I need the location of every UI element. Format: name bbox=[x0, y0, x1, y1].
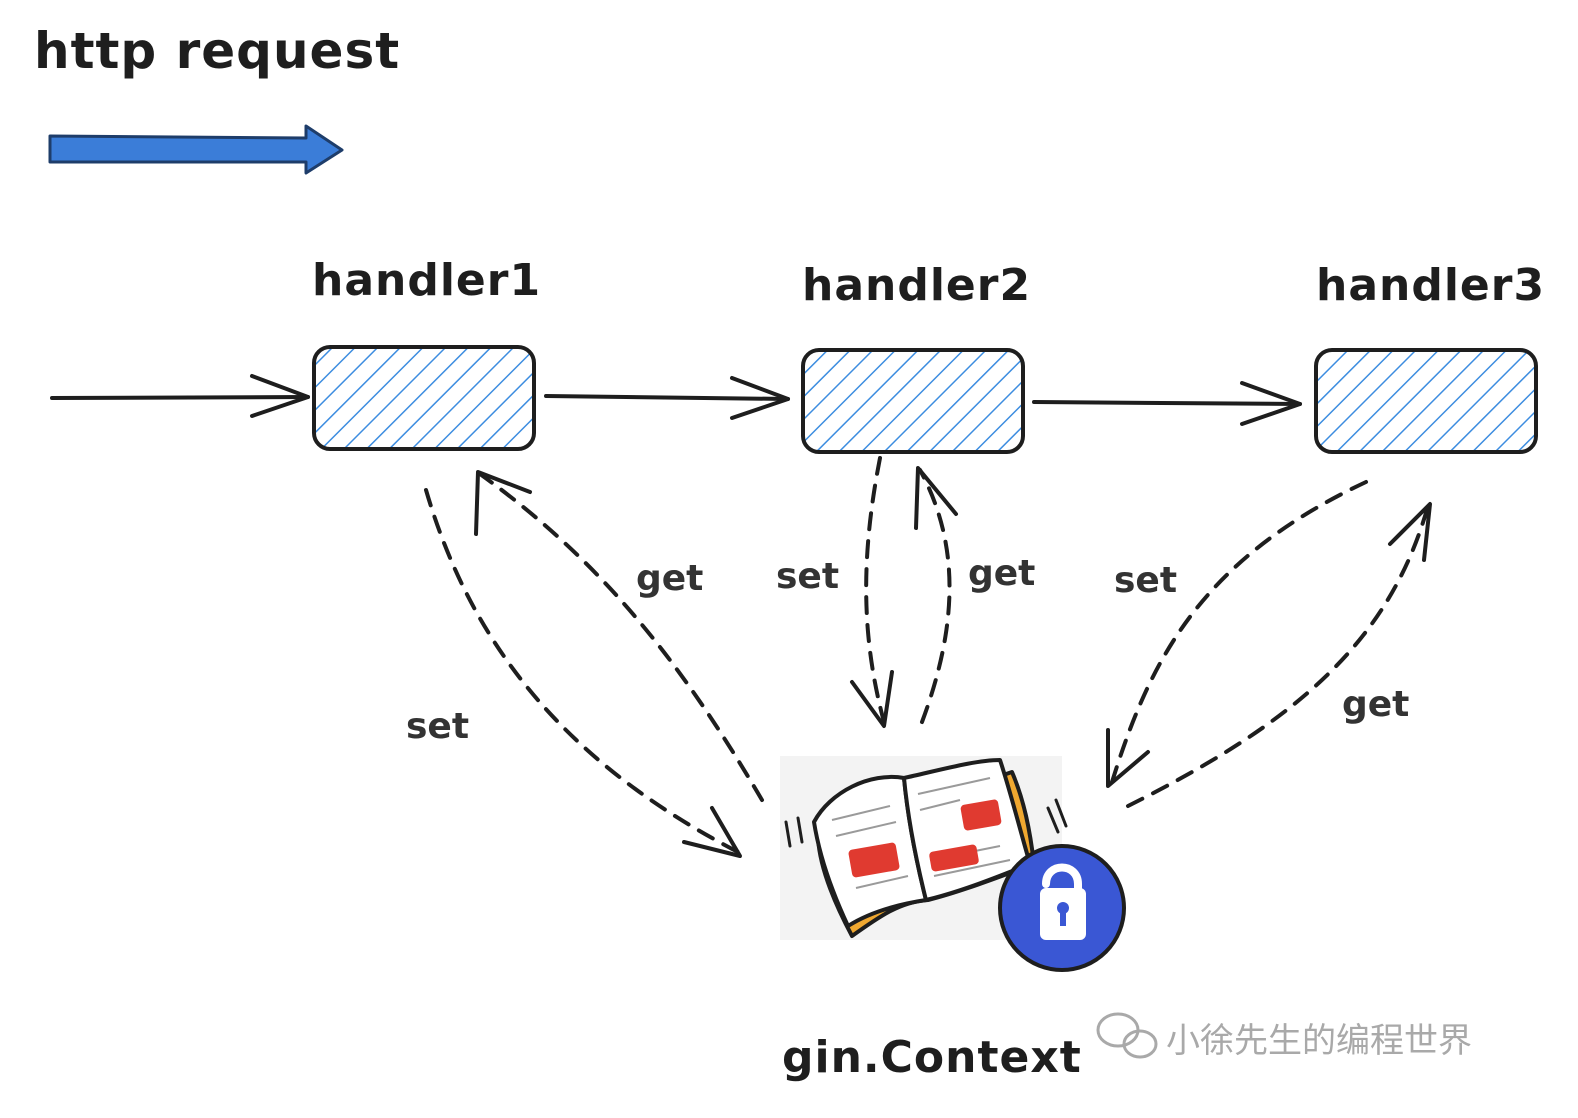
handler2-label: handler2 bbox=[802, 260, 1031, 311]
h3-get-arrowhead bbox=[1388, 502, 1432, 562]
handler1-box bbox=[312, 345, 536, 451]
handler3-box bbox=[1314, 348, 1538, 454]
h1-set-arrowhead bbox=[682, 806, 742, 858]
watermark-text: 小徐先生的编程世界 bbox=[1166, 1021, 1472, 1061]
h3-get-arrow bbox=[1126, 504, 1430, 808]
flow-arrow-handler1-to-handler2 bbox=[544, 376, 790, 420]
request-arrow-icon bbox=[48, 124, 344, 175]
flow-arrow-handler2-to-handler3 bbox=[1032, 381, 1302, 426]
h2-get-arrowhead bbox=[914, 466, 958, 530]
wechat-icon bbox=[1096, 1012, 1158, 1059]
h1-get-arrowhead bbox=[474, 470, 532, 536]
flow-arrow-into-handler1 bbox=[50, 374, 310, 418]
handler2-box bbox=[801, 348, 1025, 454]
h1-get-arrow bbox=[478, 472, 764, 802]
h1-set-label: set bbox=[406, 706, 469, 747]
h1-get-label: get bbox=[636, 558, 703, 599]
handler1-label: handler1 bbox=[312, 255, 541, 306]
context-label: gin.Context bbox=[782, 1032, 1082, 1083]
handler3-label: handler3 bbox=[1316, 260, 1545, 311]
h3-set-arrow bbox=[1110, 480, 1368, 784]
h2-set-arrow bbox=[864, 456, 886, 724]
h2-set-arrowhead bbox=[850, 670, 894, 728]
h3-set-label: set bbox=[1114, 560, 1177, 601]
h2-set-label: set bbox=[776, 556, 839, 597]
book-with-lock-icon bbox=[780, 756, 1126, 972]
h3-get-label: get bbox=[1342, 684, 1409, 725]
h3-set-arrowhead bbox=[1106, 728, 1150, 788]
h2-get-arrow bbox=[918, 468, 952, 724]
h1-set-arrow bbox=[424, 488, 740, 854]
h2-get-label: get bbox=[968, 553, 1035, 594]
diagram-title: http request bbox=[34, 22, 400, 80]
